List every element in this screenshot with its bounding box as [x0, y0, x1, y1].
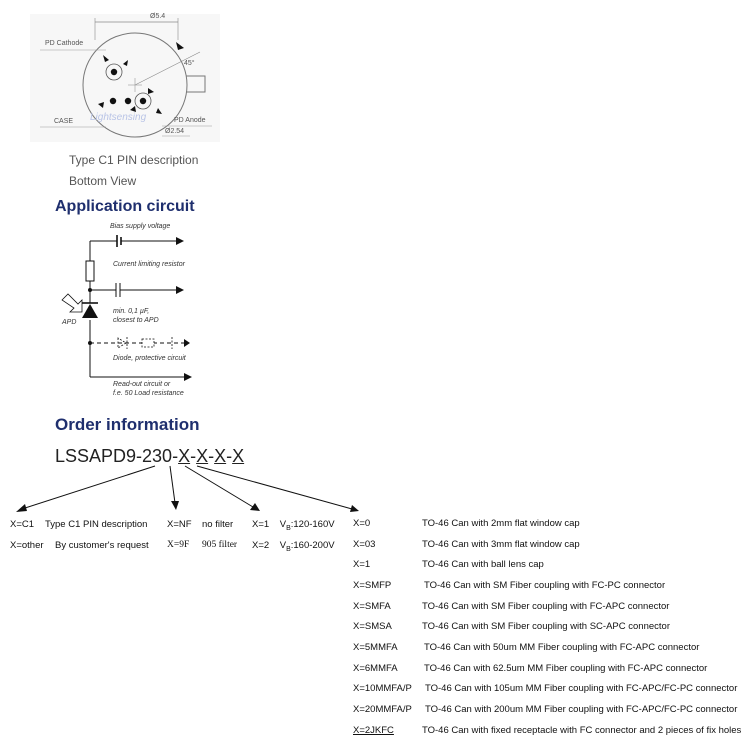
pd-anode-label: PD Anode — [174, 117, 206, 124]
col3-row2: X=2 VB:160-200V — [252, 540, 335, 553]
col4-code: X=6MMFA — [353, 663, 398, 674]
bottom-view-caption: Bottom View — [69, 174, 137, 188]
col2-row1-code: X=NF — [167, 519, 192, 530]
code-x4: X — [232, 446, 245, 466]
col4-desc: TO-46 Can with SM Fiber coupling with FC… — [422, 601, 670, 612]
code-x3: X — [214, 446, 227, 466]
diameter-label: Ø5.4 — [150, 13, 166, 20]
pin-cathode — [105, 63, 123, 81]
col4-code: X=10MMFA/P — [353, 683, 412, 694]
col4-code: X=03 — [353, 539, 376, 550]
readout-label-2: f.e. 50 Load resistance — [113, 390, 184, 397]
apd-diode — [82, 304, 98, 318]
col1-row1-desc: Type C1 PIN description — [45, 519, 148, 530]
pd-cathode-label: PD Cathode — [45, 40, 84, 47]
col4-code: X=20MMFA/P — [353, 704, 412, 715]
order-code: LSSAPD9-230-X-X-X-X — [55, 446, 245, 466]
col2-row1-desc: no filter — [202, 519, 234, 530]
bias-label: Bias supply voltage — [110, 223, 171, 230]
cap-label-1: min. 0,1 µF, — [113, 308, 150, 315]
col4-desc: TO-46 Can with 50um MM Fiber coupling wi… — [424, 642, 700, 653]
can-outline — [82, 32, 188, 138]
col4-code: X=5MMFA — [353, 642, 398, 653]
col4-desc: TO-46 Can with 3mm flat window cap — [422, 539, 580, 550]
col1-row2-code: X=other — [10, 540, 44, 551]
col1-row1-code: X=C1 — [10, 519, 35, 530]
col4-desc: TO-46 Can with SM Fiber coupling with SC… — [422, 621, 670, 632]
readout-label-1: Read-out circuit or — [113, 381, 171, 388]
col4-desc: TO-46 Can with 105um MM Fiber coupling w… — [425, 683, 738, 694]
col4-code: X=SMFA — [353, 601, 391, 612]
pitch-label: Ø2.54 — [165, 128, 185, 135]
col2-row2-code: X=9F — [167, 540, 190, 550]
col4-code: X=1 — [353, 559, 371, 570]
application-heading: Application circuit — [55, 198, 195, 215]
resistor-label: Current limiting resistor — [113, 261, 185, 268]
code-prefix: LSSAPD9-230- — [55, 446, 179, 466]
col1-row2-desc: By customer's request — [55, 540, 149, 551]
col4-desc: TO-46 Can with 62.5um MM Fiber coupling … — [424, 663, 708, 674]
case-label: CASE — [54, 118, 74, 125]
col4-code: X=2JKFC — [353, 725, 394, 736]
col4-desc: TO-46 Can with 2mm flat window cap — [422, 518, 580, 529]
col4-code: X=0 — [353, 518, 371, 529]
col4-code: X=SMSA — [353, 621, 392, 632]
col2-row2-desc: 905 filter — [202, 540, 238, 550]
order-heading: Order information — [55, 415, 200, 434]
col4-desc: TO-46 Can with SM Fiber coupling with FC… — [424, 580, 666, 591]
code-x2: X — [196, 446, 209, 466]
col4-desc: TO-46 Can with ball lens cap — [422, 559, 544, 570]
col4-desc: TO-46 Can with 200um MM Fiber coupling w… — [425, 704, 738, 715]
watermark: Lightsensing — [90, 112, 147, 123]
cap-label-2: closest to APD — [113, 317, 159, 324]
angle-label: 45° — [184, 60, 195, 67]
col4-desc: TO-46 Can with fixed receptacle with FC … — [422, 725, 742, 736]
diode-label: Diode, protective circuit — [113, 355, 186, 362]
pin-case — [109, 97, 117, 105]
code-x1: X — [178, 446, 191, 466]
pin-anode — [134, 92, 152, 110]
col4-code: X=SMFP — [353, 580, 392, 591]
apd-label: APD — [62, 319, 77, 326]
col3-row1: X=1 VB:120-160V — [252, 519, 335, 532]
pin-caption: Type C1 PIN description — [69, 153, 199, 167]
